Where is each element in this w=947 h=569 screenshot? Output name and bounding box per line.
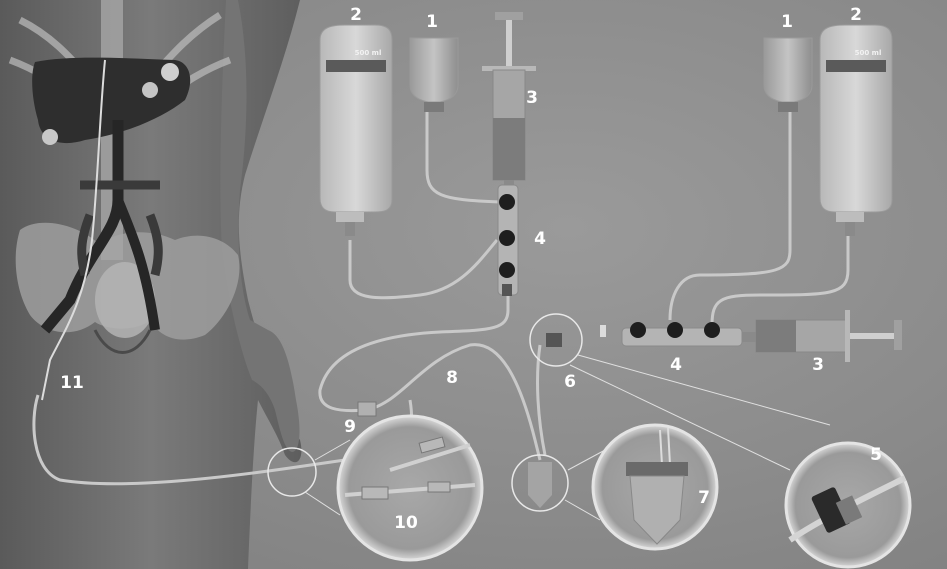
tumor-marker <box>161 63 179 81</box>
label-junction-zoom: 10 <box>394 513 418 533</box>
label-syringe-left: 3 <box>526 88 538 108</box>
label-bag-right: 2 <box>850 5 862 25</box>
zoom-lens-vial <box>593 425 717 549</box>
infusion-bag-right: 500 ml <box>820 25 892 236</box>
label-manifold-left: 4 <box>534 229 546 249</box>
label-tube-6: 6 <box>564 372 576 392</box>
label-manifold-right: 4 <box>670 355 682 375</box>
tube-manifold-left-out <box>320 290 508 411</box>
tube-bag-to-manifold-left <box>350 240 497 298</box>
infusion-bag-left: 500 ml <box>320 25 392 236</box>
label-bottle-left: 1 <box>426 12 438 32</box>
label-bag-left: 2 <box>350 5 362 25</box>
connector-9 <box>358 402 376 416</box>
label-bottle-right: 1 <box>781 12 793 32</box>
tumor-marker <box>142 82 158 98</box>
label-connector-zoom: 5 <box>870 445 882 465</box>
zoom-lens-junction <box>338 416 482 560</box>
tumor-marker <box>42 129 58 145</box>
medication-bottle-right <box>764 38 812 112</box>
stopcock-manifold-right <box>600 322 742 346</box>
stopcock-manifold-left <box>498 185 518 296</box>
bag-volume-label: 500 ml <box>855 49 882 57</box>
medication-bottle-left <box>410 38 458 112</box>
bag-volume-label: 500 ml <box>355 49 382 57</box>
label-connector-9: 9 <box>344 417 356 437</box>
small-vial-marker <box>512 455 568 511</box>
label-tube-8: 8 <box>446 368 458 388</box>
stopcock-valve <box>499 194 515 210</box>
stopcock-valve <box>630 322 646 338</box>
stopcock-valve <box>667 322 683 338</box>
stopcock-valve <box>499 262 515 278</box>
tube-right-bag <box>712 235 848 325</box>
label-syringe-right: 3 <box>812 355 824 375</box>
tube-bottle-to-manifold-left <box>427 110 500 202</box>
label-vial-zoom: 7 <box>698 488 710 508</box>
stopcock-valve <box>499 230 515 246</box>
stopcock-valve <box>704 322 720 338</box>
label-catheter-11: 11 <box>60 373 84 393</box>
tube-right-bottle <box>670 110 790 320</box>
zoom-lens-connector <box>786 443 910 567</box>
small-connector-5 <box>530 314 582 366</box>
